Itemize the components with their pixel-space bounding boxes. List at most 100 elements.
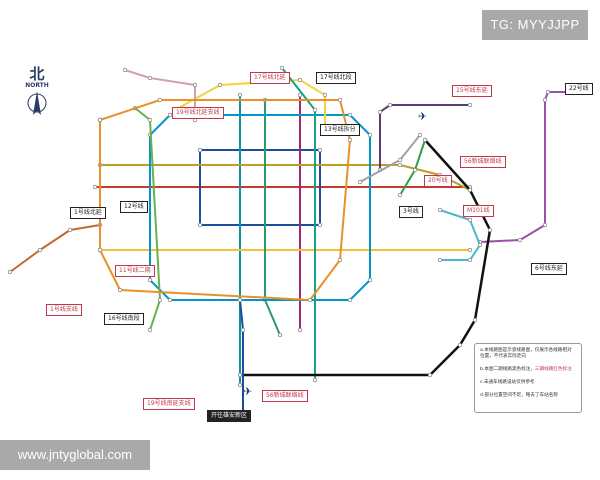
station-marker bbox=[307, 297, 313, 303]
airport-icon: ✈ bbox=[243, 385, 252, 398]
station-marker bbox=[412, 167, 418, 173]
station-marker bbox=[467, 102, 473, 108]
m101-route bbox=[439, 209, 481, 261]
legend-note-a: a.本线路图是示意线路图，仅展示各线路相对位置，不代表实际走向 bbox=[480, 348, 572, 359]
airport-icon: ✈ bbox=[418, 110, 427, 123]
station-marker bbox=[545, 89, 551, 95]
station-marker bbox=[297, 327, 303, 333]
label-15-east: 15号线东延 bbox=[452, 85, 492, 97]
label-3: 3号线 bbox=[399, 206, 423, 218]
label-20: 20号线 bbox=[424, 175, 452, 187]
station-marker bbox=[277, 332, 283, 338]
station-marker bbox=[279, 65, 285, 71]
station-marker bbox=[117, 287, 123, 293]
station-marker bbox=[147, 277, 153, 283]
legend-note-c: c.未通车线路设站仅供参考 bbox=[480, 380, 535, 385]
station-marker bbox=[97, 247, 103, 253]
station-marker bbox=[237, 297, 243, 303]
compass-en: NORTH bbox=[25, 82, 49, 89]
station-marker bbox=[297, 92, 303, 98]
station-marker bbox=[427, 372, 433, 378]
label-22: 22号线 bbox=[565, 83, 593, 95]
station-marker bbox=[147, 75, 153, 81]
north-arrow-icon bbox=[27, 91, 47, 115]
station-marker bbox=[317, 222, 323, 228]
station-marker bbox=[467, 247, 473, 253]
label-19-north-branch: 19号线北延支线 bbox=[172, 107, 224, 119]
station-marker bbox=[337, 97, 343, 103]
station-marker bbox=[37, 247, 43, 253]
label-m101: M101线 bbox=[463, 205, 494, 217]
station-marker bbox=[317, 147, 323, 153]
station-marker bbox=[347, 297, 353, 303]
station-marker bbox=[157, 97, 163, 103]
compass: 北 NORTH bbox=[22, 66, 52, 123]
station-marker bbox=[312, 107, 318, 113]
label-6-east: 6号线东延 bbox=[531, 263, 567, 275]
station-marker bbox=[167, 112, 173, 118]
station-marker bbox=[237, 372, 243, 378]
label-1-branch: 1号线支线 bbox=[46, 304, 82, 316]
station-marker bbox=[542, 222, 548, 228]
station-marker bbox=[377, 109, 383, 115]
line-1-branch-route bbox=[9, 224, 101, 273]
station-marker bbox=[312, 377, 318, 383]
station-marker bbox=[92, 184, 98, 190]
station-marker bbox=[542, 97, 548, 103]
station-marker bbox=[437, 207, 443, 213]
label-to-xiongan: 开往雄安新区 bbox=[207, 410, 252, 422]
station-marker bbox=[347, 137, 353, 143]
station-marker bbox=[197, 222, 203, 228]
line-6-route bbox=[100, 164, 471, 191]
station-marker bbox=[157, 297, 163, 303]
station-marker bbox=[387, 102, 393, 108]
station-marker bbox=[147, 327, 153, 333]
label-16-south: 16号线南段 bbox=[104, 313, 144, 325]
legend-note-b: b.本图二期线路黑色标注，三期线路红色标注 bbox=[480, 367, 576, 373]
label-17-north-ext: 17号线北延 bbox=[250, 72, 290, 84]
station-marker bbox=[417, 132, 423, 138]
station-marker bbox=[467, 187, 473, 193]
station-marker bbox=[487, 227, 493, 233]
station-marker bbox=[437, 257, 443, 263]
station-marker bbox=[397, 157, 403, 163]
station-marker bbox=[397, 162, 403, 168]
station-marker bbox=[240, 327, 246, 333]
label-1-north: 1号线北延 bbox=[70, 207, 106, 219]
station-marker bbox=[467, 257, 473, 263]
station-marker bbox=[237, 92, 243, 98]
line-14-route bbox=[124, 69, 196, 120]
station-marker bbox=[422, 137, 428, 143]
station-marker bbox=[237, 382, 243, 388]
station-marker bbox=[467, 217, 473, 223]
station-marker bbox=[67, 227, 73, 233]
station-marker bbox=[322, 92, 328, 98]
station-marker bbox=[517, 237, 523, 243]
station-marker bbox=[477, 242, 483, 248]
station-marker bbox=[217, 82, 223, 88]
line-16-route bbox=[134, 107, 161, 331]
watermark-website: www.jntyglobal.com bbox=[0, 440, 150, 470]
station-marker bbox=[347, 112, 353, 118]
label-13-split: 13号线拆分 bbox=[320, 124, 360, 136]
station-marker bbox=[147, 117, 153, 123]
station-marker bbox=[367, 132, 373, 138]
station-marker bbox=[472, 317, 478, 323]
station-marker bbox=[197, 147, 203, 153]
line-22-route bbox=[479, 91, 570, 243]
label-12: 12号线 bbox=[120, 201, 148, 213]
label-17-north: 17号线北段 bbox=[316, 72, 356, 84]
legend-note-b-highlight: 三期线路红色标注 bbox=[534, 367, 572, 372]
station-marker bbox=[337, 257, 343, 263]
station-marker bbox=[167, 297, 173, 303]
station-marker bbox=[122, 67, 128, 73]
legend-notes: a.本线路图是示意线路图，仅展示各线路相对位置，不代表实际走向 b.本图二期线路… bbox=[474, 343, 582, 413]
line-13-route bbox=[174, 79, 326, 130]
label-19-south-branch: 19号线南延支线 bbox=[143, 398, 195, 410]
station-marker bbox=[97, 117, 103, 123]
station-marker bbox=[7, 269, 13, 275]
legend-note-d: d.部分位置空间不足，略去了车站名称 bbox=[480, 393, 558, 398]
station-marker bbox=[297, 77, 303, 83]
station-marker bbox=[367, 277, 373, 283]
